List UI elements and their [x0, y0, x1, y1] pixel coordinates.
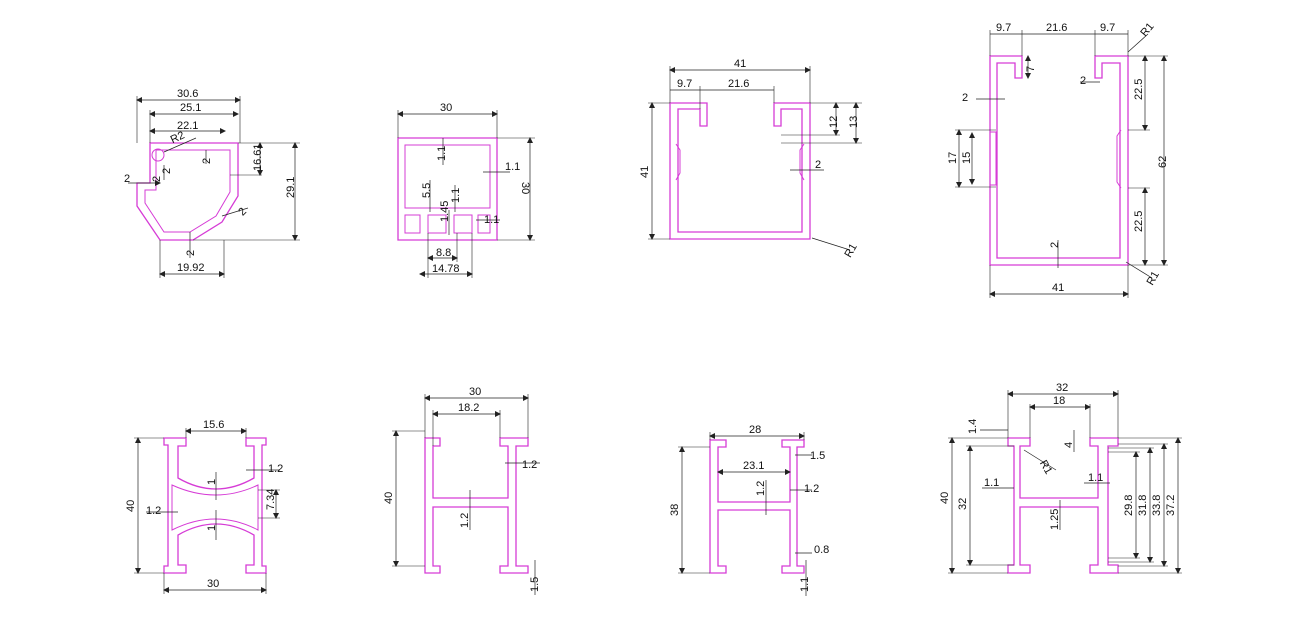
- p1-dim-t2: 2: [151, 176, 163, 182]
- p4-dim-e: 22.5: [1133, 79, 1145, 100]
- p1-dim-t4: 2: [201, 158, 213, 164]
- profile-6-outline: [424, 437, 529, 574]
- p5-dim-d: 7.34: [265, 489, 277, 510]
- p5-dim-f: 1: [206, 525, 218, 531]
- p6-dim-a: 18.2: [458, 402, 479, 414]
- p1-dim-h2: 29.1: [285, 177, 297, 198]
- p4-dim-d: 7: [1025, 66, 1037, 72]
- p2-dim-i: 14.78: [432, 263, 460, 275]
- profile-2: 30 1.1 1.1 5.5 1.1 1.45 1.1 30 8.8 14.78: [397, 102, 535, 278]
- p8-dim-r: R1: [1037, 458, 1054, 476]
- p7-dim-c: 1.2: [755, 481, 767, 496]
- p8-dim-i: 31.8: [1137, 495, 1149, 516]
- p6-dim-b: 1.2: [522, 459, 537, 471]
- p4-dim-t2: 2: [1049, 242, 1061, 248]
- p3-dim-b: 21.6: [728, 78, 749, 90]
- p8-dim-c: 4: [1063, 442, 1075, 448]
- p3-dim-a: 9.7: [677, 78, 692, 90]
- p5-dim-c: 1: [206, 479, 218, 485]
- p2-dim-f: 1.1: [484, 214, 499, 226]
- p4-dim-a: 9.7: [996, 22, 1011, 34]
- p6-dim-w: 30: [469, 386, 481, 398]
- p1-dim-bottom-t: 2: [185, 250, 197, 256]
- p2-dim-h: 30: [519, 182, 531, 194]
- p5-dim-h: 40: [125, 500, 137, 512]
- profile-3: 41 9.7 21.6 12 13 41 2 R1: [639, 58, 862, 260]
- p1-dim-t5: 2: [236, 206, 249, 219]
- profile-5: 15.6 1.2 1 7.34 1.2 1 40 30: [125, 419, 283, 594]
- p4-dim-t1: 2: [962, 92, 968, 104]
- p7-dim-h: 38: [669, 504, 681, 516]
- p4-dim-w: 41: [1052, 282, 1064, 294]
- p1-dim-bw: 19.92: [177, 262, 205, 274]
- p8-dim-h1: 40: [939, 492, 951, 504]
- p7-dim-d: 1.2: [804, 483, 819, 495]
- profile-4-outline: [989, 55, 1129, 266]
- p4-dim-h: 62: [1157, 156, 1169, 168]
- p3-dim-t: 2: [815, 159, 821, 171]
- profile-8-outline: [1007, 437, 1119, 574]
- p5-dim-e: 1.2: [146, 505, 161, 517]
- p1-dim-t1: 2: [124, 173, 130, 185]
- p5-dim-a: 15.6: [203, 419, 224, 431]
- p7-dim-e: 0.8: [814, 544, 829, 556]
- p4-dim-f: 17: [947, 152, 959, 164]
- p4-dim-g: 15: [961, 152, 973, 164]
- p2-dim-c: 5.5: [421, 183, 433, 198]
- p2-dim-w: 30: [440, 102, 452, 114]
- p7-dim-w: 28: [749, 424, 761, 436]
- p8-dim-h2: 32: [957, 498, 969, 510]
- profile-8: 32 18 1.4 4 R1 1.1 1.1 40 32 1.25 29.8 3…: [939, 382, 1182, 574]
- p1-dim-h1: 16.61: [252, 143, 264, 171]
- profile-7: 28 1.5 23.1 1.2 1.2 38 0.8 1.1: [669, 424, 829, 596]
- p4-dim-r1: R1: [1138, 21, 1156, 39]
- p3-dim-h: 41: [639, 166, 651, 178]
- p6-dim-h: 40: [383, 492, 395, 504]
- p8-dim-d: 1.1: [984, 477, 999, 489]
- p7-dim-a: 1.5: [810, 450, 825, 462]
- p7-dim-f: 1.1: [799, 577, 811, 592]
- p8-dim-e: 1.1: [1088, 472, 1103, 484]
- p1-dim-r: R2: [169, 129, 187, 146]
- p5-dim-w: 30: [207, 578, 219, 590]
- p5-dim-b: 1.2: [268, 463, 283, 475]
- p1-dim-t3: 2: [161, 168, 173, 174]
- p2-dim-g: 8.8: [436, 247, 451, 259]
- p8-dim-j: 33.8: [1151, 495, 1163, 516]
- p8-dim-k: 37.2: [1165, 495, 1177, 516]
- p2-dim-d: 1.1: [450, 188, 462, 203]
- p2-dim-e: 1.45: [439, 201, 451, 222]
- p3-dim-r: R1: [842, 242, 859, 260]
- p1-dim-w3: 22.1: [177, 120, 198, 132]
- p6-dim-c: 1.2: [459, 513, 471, 528]
- p8-dim-a: 18: [1053, 395, 1065, 407]
- p6-dim-d: 1.5: [529, 577, 541, 592]
- p1-dim-w2: 25.1: [180, 102, 201, 114]
- p1-dim-w1: 30.6: [177, 88, 198, 100]
- p8-dim-w: 32: [1056, 382, 1068, 394]
- p3-dim-w: 41: [734, 58, 746, 70]
- p8-dim-g: 29.8: [1123, 495, 1135, 516]
- p3-dim-d: 13: [848, 116, 860, 128]
- p4-dim-b: 21.6: [1046, 22, 1067, 34]
- p2-dim-a: 1.1: [436, 146, 448, 161]
- profile-4: 9.7 21.6 9.7 R1 7 2 2 22.5 22.5 62 17 15…: [947, 21, 1169, 298]
- p4-dim-c: 9.7: [1100, 22, 1115, 34]
- p2-dim-b: 1.1: [505, 161, 520, 173]
- p4-dim-t3: 2: [1080, 75, 1086, 87]
- profile-1: 30.6 25.1 22.1 R2 2 2 2 2 2 29.1 16.61 2…: [124, 88, 300, 278]
- profile-3-outline: [669, 102, 811, 240]
- p3-dim-c: 12: [828, 116, 840, 128]
- profile-5-outline: [163, 437, 267, 574]
- profile-6: 30 18.2 1.2 40 1.2 1.5: [383, 386, 541, 595]
- p8-dim-b: 1.4: [967, 419, 979, 434]
- profile-7-outline: [709, 439, 805, 574]
- p8-dim-f: 1.25: [1049, 509, 1061, 530]
- p7-dim-b: 23.1: [743, 460, 764, 472]
- p4-dim-r2: R1: [1145, 269, 1162, 287]
- p4-dim-i: 22.5: [1133, 211, 1145, 232]
